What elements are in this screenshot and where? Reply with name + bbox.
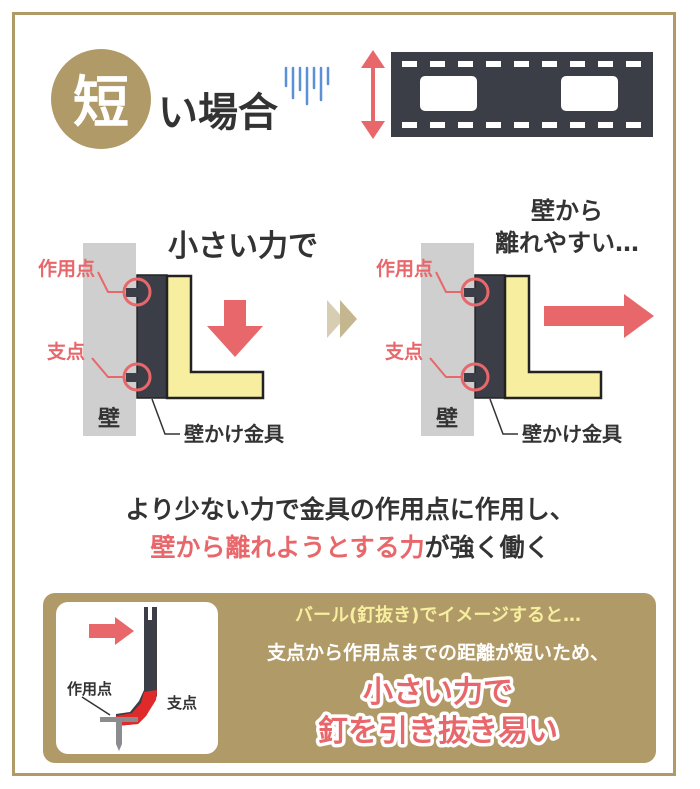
summary-line1: より少ない力で金具の作用点に作用し、 <box>125 495 575 524</box>
right-caption-line1: 壁から <box>531 197 603 225</box>
crowbar-line1: 支点から作用点までの距離が短いため、 <box>266 641 609 664</box>
right-diagram: 壁から 離れやすい… 壁 作用点 支点 壁かけ金具 <box>376 197 654 446</box>
rain-lines-icon <box>284 66 330 106</box>
right-caption-line2: 離れやすい… <box>495 229 639 257</box>
right-wall-label: 壁 <box>436 406 458 432</box>
crowbar-action-label: 作用点 <box>67 680 112 698</box>
title-text: い場合 <box>158 90 278 136</box>
right-l-bracket <box>503 274 603 400</box>
left-wall <box>83 243 136 436</box>
right-wall <box>421 243 474 436</box>
title-badge: 短 <box>51 49 151 149</box>
left-l-bracket <box>165 274 265 400</box>
left-action-point-label: 作用点 <box>38 257 95 280</box>
right-bracket-label: 壁かけ金具 <box>522 422 622 446</box>
crowbar-line2: 小さい力で <box>363 675 513 710</box>
summary-rest: が強く働く <box>425 533 550 562</box>
right-fulcrum-label: 支点 <box>384 341 423 363</box>
right-mount-plate <box>474 274 506 399</box>
crowbar-fulcrum-label: 支点 <box>166 694 197 712</box>
crowbar-illustration-box <box>56 602 218 754</box>
left-mount-plate <box>136 274 168 399</box>
crowbar-line3: 釘を引き抜き易い <box>318 714 558 749</box>
crowbar-force-arrow-icon <box>89 617 134 645</box>
right-pull-arrow-icon <box>544 294 654 338</box>
crowbar-illustration: 作用点 支点 <box>67 606 197 751</box>
left-bracket-label: 壁かけ金具 <box>184 422 284 446</box>
right-action-point-label: 作用点 <box>376 257 433 280</box>
left-fulcrum-label: 支点 <box>46 341 85 363</box>
height-double-arrow-icon <box>361 50 385 139</box>
left-diagram: 小さい力で 壁 作用点 支点 壁かけ金具 <box>38 229 318 446</box>
left-down-arrow-icon <box>207 300 263 357</box>
crowbar-heading: バール(釘抜き)でイメージすると… <box>295 604 581 626</box>
short-bracket-bar-icon <box>391 52 653 137</box>
title-char: 短 <box>73 71 129 136</box>
summary-line2: 壁から離れようとする力が強く働く <box>150 533 549 562</box>
left-caption: 小さい力で <box>168 229 318 264</box>
next-chevron-icon <box>327 300 357 338</box>
summary-highlight: 壁から離れようとする力 <box>150 533 424 562</box>
nail-icon <box>100 717 138 722</box>
left-wall-label: 壁 <box>98 406 120 432</box>
